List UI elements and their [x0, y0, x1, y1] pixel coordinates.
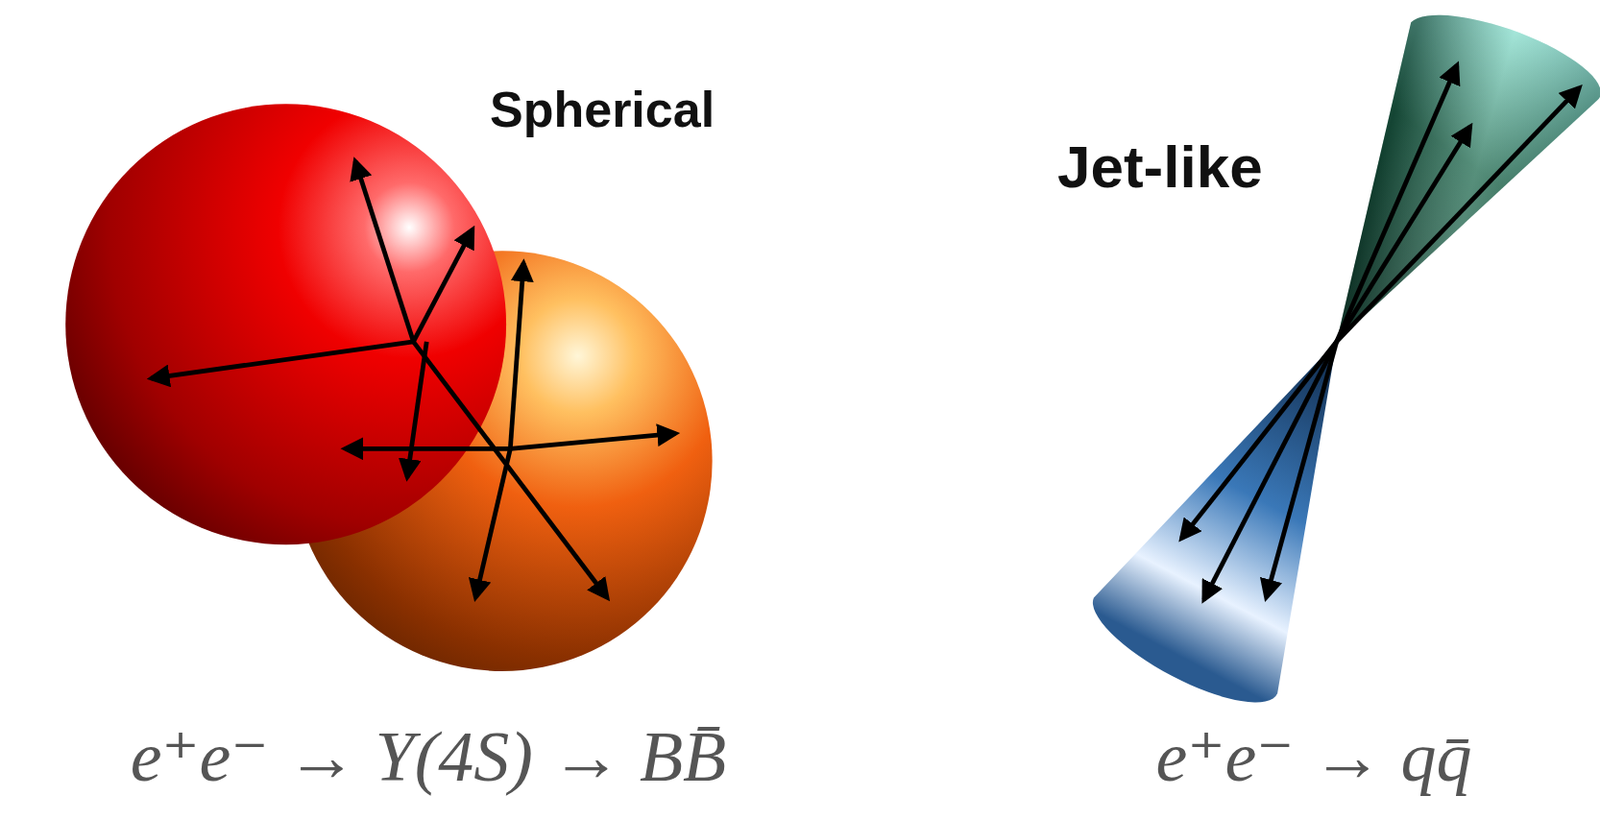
sphere-heading: Spherical — [489, 82, 715, 138]
track — [355, 161, 414, 342]
track — [1181, 341, 1336, 539]
track — [412, 341, 607, 599]
track — [412, 229, 473, 342]
track — [475, 448, 510, 598]
sphere-tracks — [150, 161, 676, 599]
blue-jet-cone — [1092, 341, 1337, 704]
track — [344, 446, 510, 452]
track — [509, 433, 676, 449]
track — [509, 263, 524, 449]
track — [1336, 65, 1457, 342]
green-jet-cone — [1336, 15, 1600, 342]
track — [150, 341, 413, 379]
jet-heading: Jet-like — [1057, 134, 1263, 200]
track — [1265, 341, 1336, 599]
track — [407, 341, 427, 478]
track — [1336, 87, 1580, 341]
green-jet-shade — [1336, 15, 1600, 342]
process-formula: e⁺e⁻ → Υ(4S) → BB̄ — [130, 718, 728, 797]
process-formula: e⁺e⁻ → qq̄ — [1156, 718, 1473, 797]
track — [1204, 341, 1337, 601]
track — [1336, 126, 1471, 342]
red-sphere — [65, 103, 507, 545]
